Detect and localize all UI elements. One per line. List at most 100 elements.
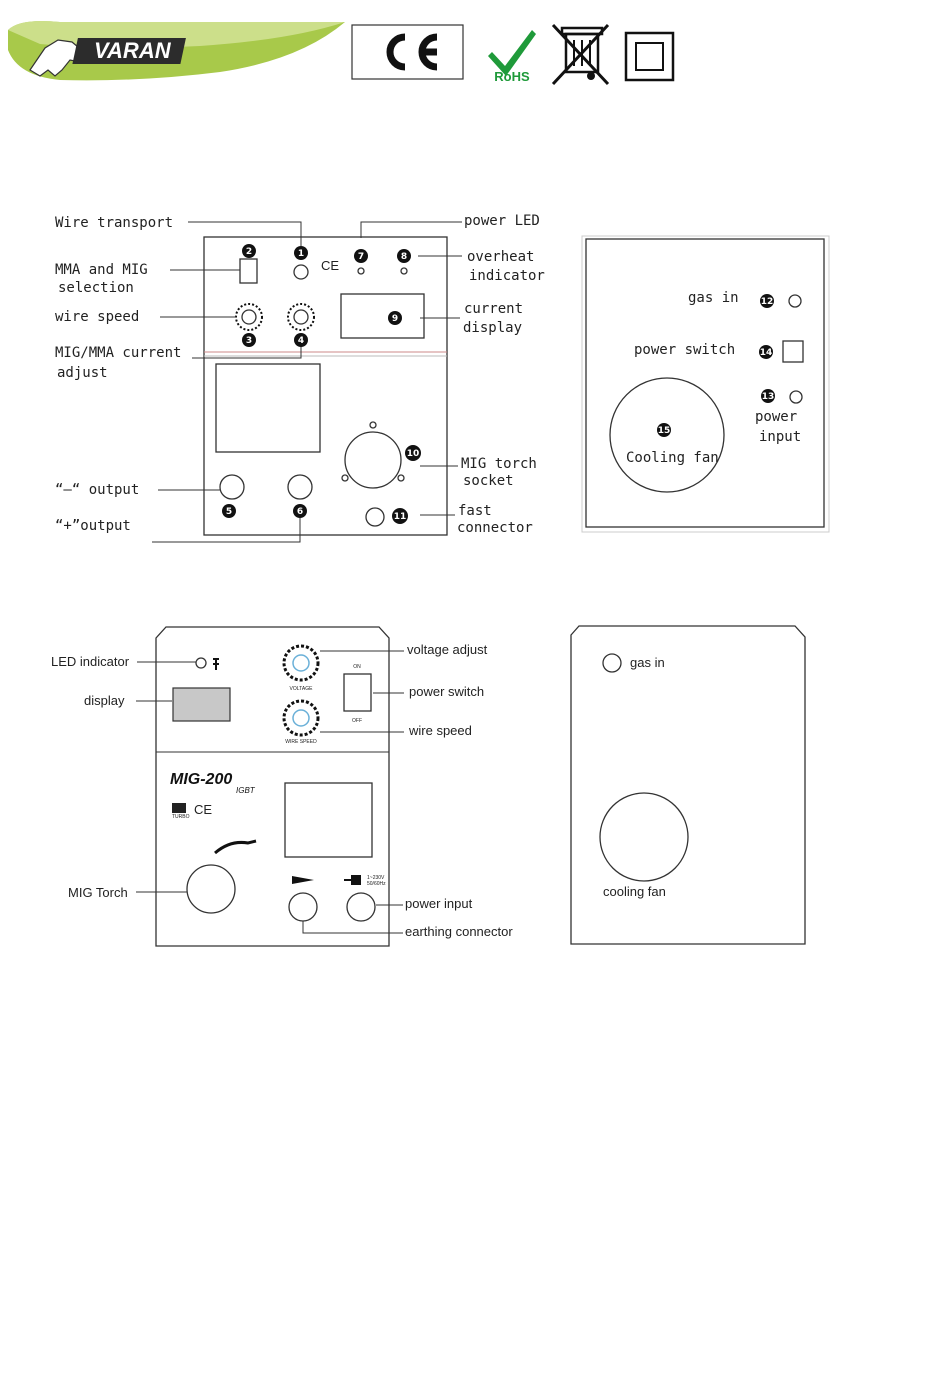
marker-5: 5 — [222, 504, 236, 518]
diagram2-back-panel: gas in cooling fan — [570, 625, 806, 945]
label-overheat-1: overheat — [467, 249, 534, 265]
back2-cooling-fan — [599, 792, 689, 882]
turbo-label: TURBO — [172, 814, 190, 820]
label-current-display-1: current — [464, 301, 523, 317]
double-insulation-icon — [624, 31, 675, 82]
label-current-adjust-1: MIG/MMA current — [55, 345, 181, 361]
rohs-text: RoHS — [494, 69, 530, 84]
thermometer-icon — [213, 658, 219, 670]
label-wire-speed: wire speed — [55, 309, 139, 325]
svg-text:5: 5 — [226, 507, 232, 517]
marker-7: 7 — [354, 249, 368, 263]
back-gas-in-port[interactable] — [788, 294, 802, 308]
model-sub: IGBT — [236, 786, 256, 795]
marker-8: 8 — [397, 249, 411, 263]
brand-name: VARAN — [94, 38, 172, 63]
ce-mark — [351, 24, 464, 80]
rohs-mark: RoHS — [488, 30, 536, 84]
label-wire-speed-2: wire speed — [408, 723, 472, 738]
back-label-gas-in: gas in — [688, 290, 739, 306]
marker-15: 15 — [657, 423, 671, 437]
svg-text:15: 15 — [658, 426, 671, 436]
mig-torch-socket[interactable] — [186, 864, 236, 914]
overheat-led — [400, 267, 408, 275]
minus-output-socket[interactable] — [219, 474, 245, 500]
turbo-logo-icon — [172, 803, 186, 813]
svg-text:12: 12 — [761, 297, 774, 307]
svg-text:11: 11 — [394, 512, 407, 522]
label-torch-socket-2: socket — [463, 473, 514, 489]
switch-off-label: OFF — [352, 718, 362, 724]
marker-14: 14 — [759, 345, 773, 359]
front-window — [215, 363, 321, 453]
label-plus-output: “+”output — [55, 518, 131, 534]
svg-text:2: 2 — [246, 247, 252, 257]
diagram1-leader-lines — [152, 221, 462, 543]
voltage-knob[interactable] — [282, 644, 320, 682]
front-power-switch[interactable] — [343, 673, 372, 712]
wire-speed-knob-2[interactable] — [282, 699, 320, 737]
marker-1: 1 — [294, 246, 308, 260]
volt-note-1: 1~230V — [367, 875, 385, 881]
marker-10: 10 — [405, 445, 421, 461]
current-adjust-knob[interactable] — [287, 303, 315, 331]
label-led-indicator: LED indicator — [51, 654, 130, 669]
back-power-switch[interactable] — [782, 340, 804, 363]
diagram2-leader-lines — [136, 650, 404, 934]
diagram1-front-panel: CE — [203, 236, 448, 536]
svg-text:6: 6 — [297, 507, 303, 517]
svg-text:8: 8 — [401, 252, 407, 262]
marker-6: 6 — [293, 504, 307, 518]
marker-3: 3 — [242, 333, 256, 347]
svg-text:14: 14 — [760, 348, 773, 358]
earth-socket[interactable] — [288, 892, 318, 922]
led-indicator — [195, 657, 207, 669]
label-power-led: power LED — [464, 213, 540, 229]
back2-label-gas-in: gas in — [630, 655, 665, 670]
label-minus-output: “–“ output — [55, 482, 139, 498]
svg-text:4: 4 — [298, 336, 304, 346]
label-fast-connector-1: fast — [458, 503, 492, 519]
power-led — [357, 267, 365, 275]
diagram1-labels: Wire transport MMA and MIG selection wir… — [55, 213, 545, 536]
clamp-icon — [292, 876, 314, 884]
label-fast-connector-2: connector — [457, 520, 533, 536]
label-wire-transport: Wire transport — [55, 215, 173, 231]
marker-13: 13 — [761, 389, 775, 403]
back-label-power-switch: power switch — [634, 342, 735, 358]
back-power-input-port[interactable] — [789, 390, 803, 404]
svg-text:10: 10 — [407, 449, 420, 459]
label-power-switch-2: power switch — [409, 684, 484, 699]
wire-transport-button[interactable] — [293, 264, 309, 280]
mode-selection-switch[interactable] — [239, 258, 258, 284]
front-ce-text: CE — [194, 802, 212, 817]
label-current-display-2: display — [463, 320, 522, 336]
back2-label-cooling-fan: cooling fan — [603, 884, 666, 899]
front-window-2 — [284, 782, 373, 858]
label-current-adjust-2: adjust — [57, 365, 108, 381]
power-input-socket[interactable] — [346, 892, 376, 922]
plus-output-socket[interactable] — [287, 474, 313, 500]
back-label-cooling-fan: Cooling fan — [626, 450, 719, 466]
marker-4: 4 — [294, 333, 308, 347]
volt-note-2: 50/60Hz — [367, 881, 386, 887]
model-name: MIG-200 — [170, 771, 232, 788]
voltage-knob-label: VOLTAGE — [290, 686, 314, 692]
torch-socket[interactable] — [341, 421, 405, 489]
diagram1-back-panel: gas in power switch power input Cooling … — [581, 235, 830, 533]
back-label-power-input-1: power — [755, 409, 797, 425]
back2-gas-in-port[interactable] — [602, 653, 622, 673]
label-overheat-2: indicator — [469, 268, 545, 284]
display-screen — [172, 687, 231, 722]
label-torch-socket-1: MIG torch — [461, 456, 537, 472]
switch-on-label: ON — [353, 664, 361, 670]
marker-2: 2 — [242, 244, 256, 258]
diagram2-front-panel: VOLTAGE WIRE SPEED ON OFF MIG-200 IGBT T… — [155, 626, 390, 947]
marker-12: 12 — [760, 294, 774, 308]
marker-11: 11 — [392, 508, 408, 524]
plug-icon — [344, 875, 361, 885]
svg-text:9: 9 — [392, 314, 398, 324]
back-label-power-input-2: input — [759, 429, 801, 445]
fast-connector-socket[interactable] — [365, 507, 385, 527]
